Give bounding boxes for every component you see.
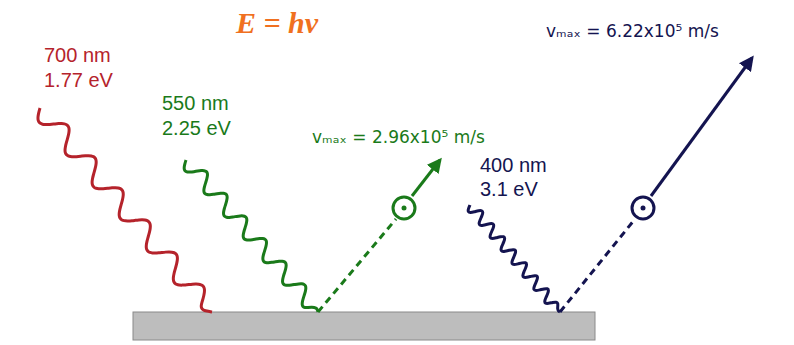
wavelength-label: 400 nm — [480, 154, 547, 177]
electron — [393, 197, 415, 219]
light-wave — [184, 160, 318, 312]
electron-dot — [641, 206, 646, 211]
energy-label: 2.25 eV — [162, 117, 231, 140]
metal-plate — [133, 312, 595, 340]
velocity-arrow — [651, 58, 752, 196]
electron — [632, 197, 654, 219]
velocity-label: vₘₐₓ = 6.22x10⁵ m/s — [546, 22, 719, 42]
wavelength-label: 550 nm — [162, 92, 229, 115]
light-wave — [468, 205, 560, 312]
electron-path — [318, 219, 396, 312]
light-waves — [38, 108, 560, 312]
wavelength-label: 700 nm — [44, 44, 111, 67]
energy-label: 3.1 eV — [480, 178, 538, 201]
electron-dot — [402, 206, 407, 211]
equation-title: E = hν — [236, 6, 318, 41]
velocity-arrow — [412, 160, 440, 196]
electron-path — [560, 219, 635, 312]
velocity-label: vₘₐₓ = 2.96x10⁵ m/s — [312, 128, 485, 148]
energy-label: 1.77 eV — [44, 69, 113, 92]
